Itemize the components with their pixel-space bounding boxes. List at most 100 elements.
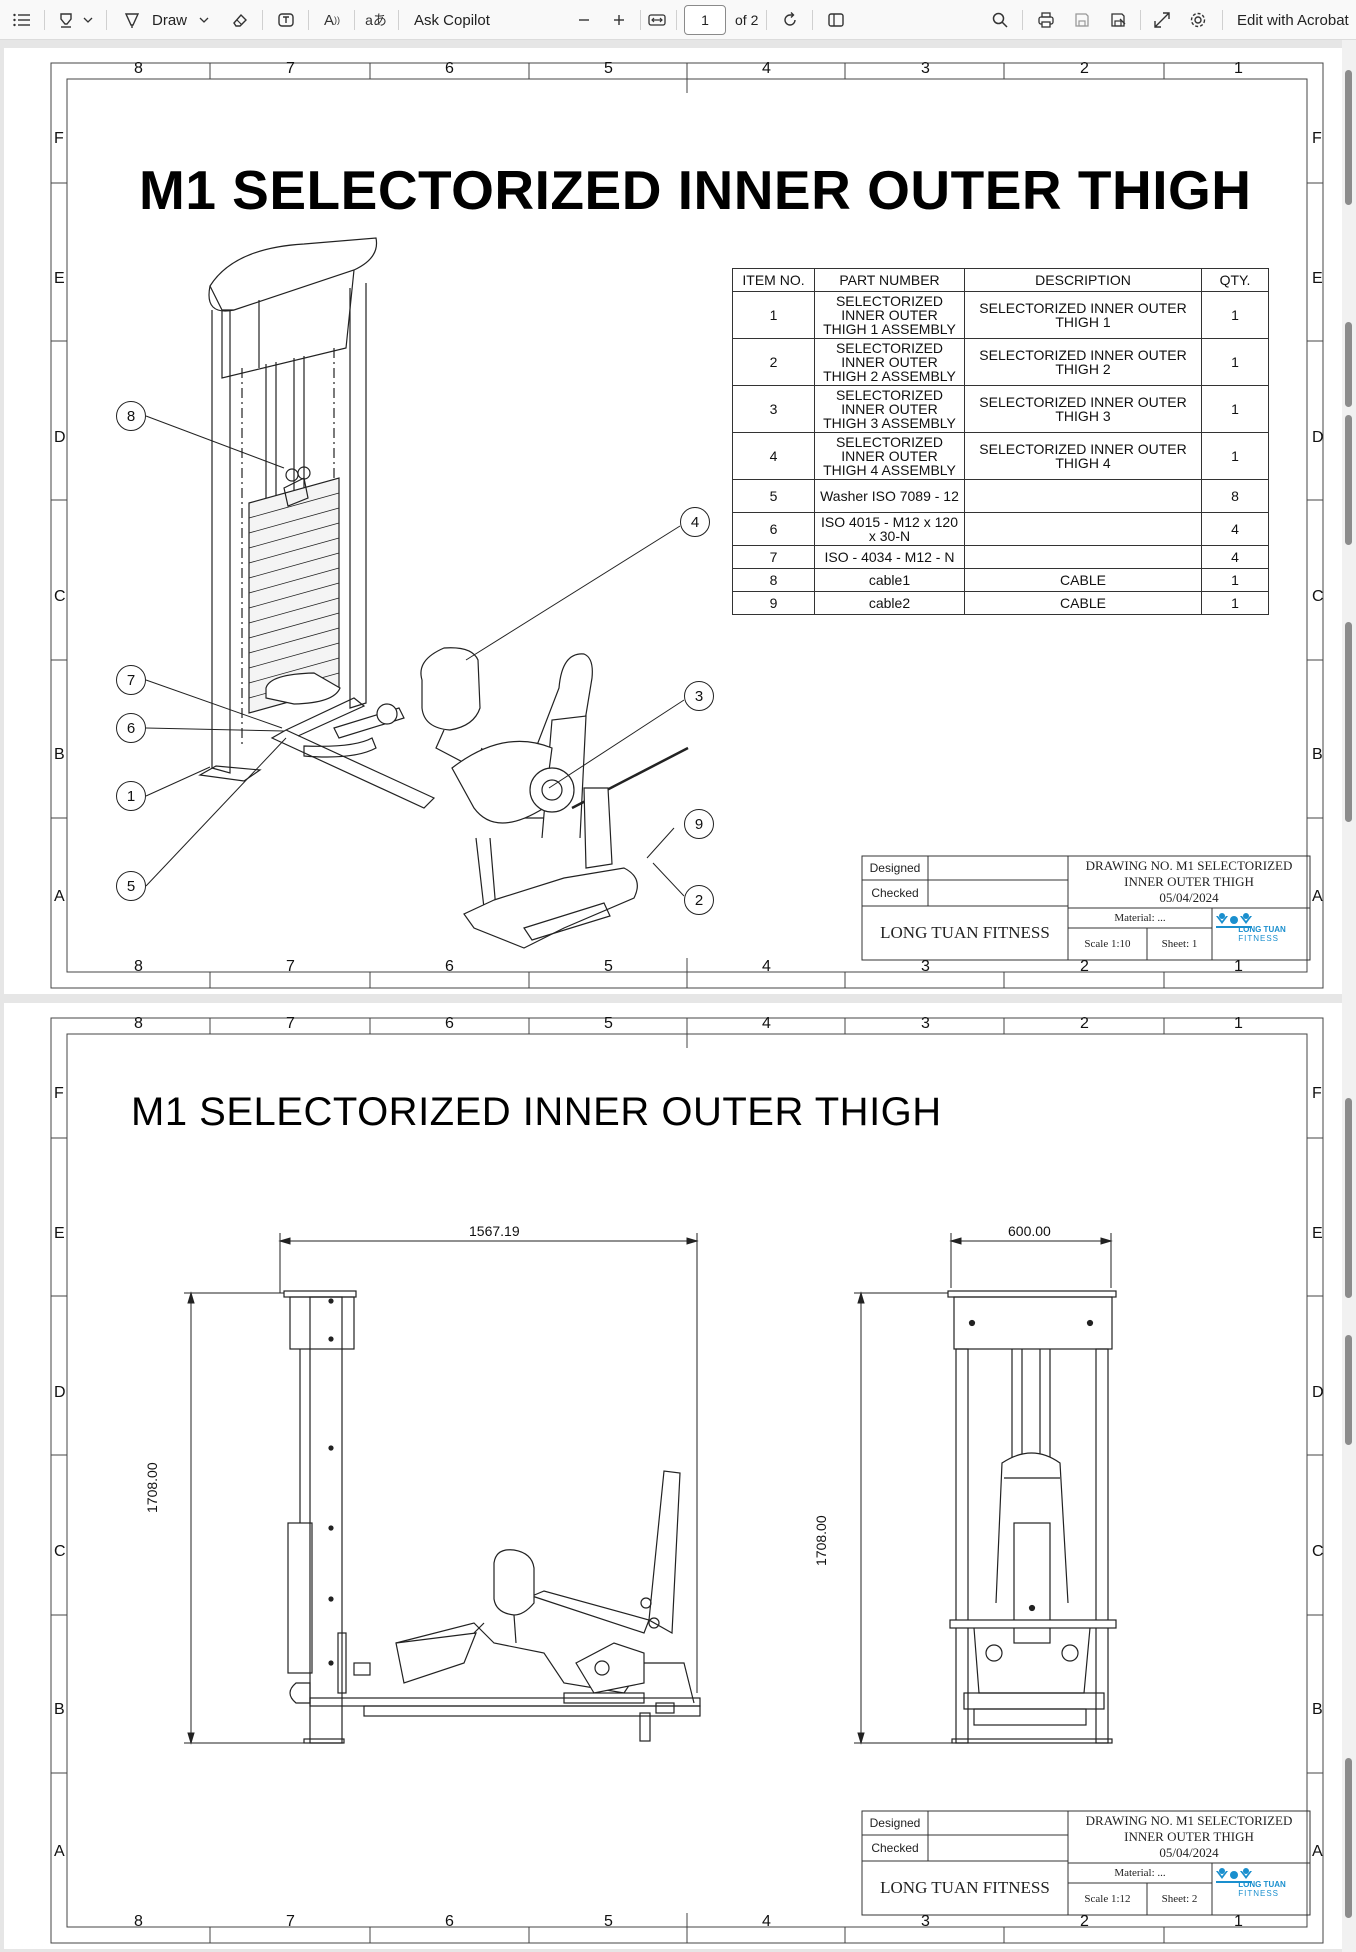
print-icon[interactable] — [1034, 8, 1058, 32]
table-cell: 5 — [732, 479, 815, 513]
chevron-down-icon[interactable] — [196, 8, 212, 32]
zone-column-label: 5 — [604, 1913, 613, 1930]
page-number-input[interactable]: 1 — [684, 5, 726, 35]
zoom-in-icon[interactable] — [607, 8, 631, 32]
table-row: 6 ISO 4015 - M12 x 120 x 30-N 4 — [732, 512, 1269, 546]
zone-row-label: B — [54, 746, 65, 763]
zone-column-label: 7 — [286, 958, 295, 975]
text-box-icon[interactable] — [274, 8, 298, 32]
table-cell: CABLE — [964, 568, 1202, 592]
contents-icon[interactable] — [10, 8, 34, 32]
eraser-icon[interactable] — [228, 8, 252, 32]
zone-row-label: A — [1312, 888, 1323, 905]
dimension-front-width: 600.00 — [1008, 1223, 1051, 1239]
zone-row-label: A — [54, 888, 65, 905]
zone-column-label: 7 — [286, 1913, 295, 1930]
table-cell: ISO - 4034 - M12 - N — [814, 545, 965, 569]
zone-row-label: F — [1312, 130, 1322, 147]
checked-label: Checked — [871, 886, 919, 900]
vertical-scrollbar[interactable] — [1342, 40, 1356, 1952]
zone-row-label: C — [54, 1543, 66, 1560]
save-icon[interactable] — [1070, 8, 1094, 32]
drawing-date: 05/04/2024 — [1159, 890, 1219, 905]
table-cell — [964, 479, 1202, 513]
table-cell: 1 — [1201, 568, 1269, 592]
table-cell: SELECTORIZED INNER OUTER THIGH 4 — [964, 432, 1202, 480]
fullscreen-icon[interactable] — [1150, 8, 1174, 32]
sheet-1-drawing — [50, 62, 1324, 989]
company-logo: LONG TUAN FITNESS — [1214, 1865, 1310, 1913]
edit-with-acrobat-button[interactable]: Edit with Acrobat — [1237, 11, 1349, 29]
zone-column-label: 2 — [1080, 1015, 1089, 1032]
pdf-toolbar: Draw A)) aあ Ask Copilot 1 of 2 — [0, 0, 1356, 40]
table-cell: 1 — [1201, 432, 1269, 480]
scrollbar-thumb[interactable] — [1345, 622, 1352, 822]
zone-column-label: 8 — [134, 1913, 143, 1930]
draw-button[interactable]: Draw — [152, 11, 188, 29]
rotate-icon[interactable] — [778, 8, 802, 32]
search-icon[interactable] — [988, 8, 1012, 32]
dimension-side-height: 1708.00 — [144, 1462, 160, 1513]
table-cell: 4 — [732, 432, 815, 480]
sheet-label: Sheet: 2 — [1161, 1893, 1198, 1905]
zone-row-label: D — [54, 429, 66, 446]
zone-row-label: C — [1312, 1543, 1324, 1560]
scrollbar-thumb[interactable] — [1345, 322, 1352, 407]
highlight-icon[interactable] — [54, 8, 78, 32]
zone-row-label: F — [54, 130, 64, 147]
zone-column-label: 8 — [134, 958, 143, 975]
settings-gear-icon[interactable] — [1186, 8, 1210, 32]
table-cell: SELECTORIZED INNER OUTER THIGH 2 — [964, 338, 1202, 386]
scrollbar-thumb[interactable] — [1345, 1335, 1352, 1445]
ask-copilot-button[interactable]: Ask Copilot — [414, 11, 490, 29]
table-cell: SELECTORIZED INNER OUTER THIGH 1 — [964, 291, 1202, 339]
zone-row-label: F — [54, 1085, 64, 1102]
scrollbar-thumb[interactable] — [1345, 1758, 1352, 1918]
table-cell — [964, 512, 1202, 546]
drawing-number: DRAWING NO. M1 SELECTORIZED INNER OUTER … — [1068, 856, 1310, 908]
zone-column-label: 7 — [286, 1015, 295, 1032]
translate-icon[interactable]: aあ — [365, 12, 387, 28]
table-cell: cable1 — [814, 568, 965, 592]
chevron-down-icon[interactable] — [80, 8, 96, 32]
drawing-number-line2: INNER OUTER THIGH — [1124, 874, 1254, 889]
checked-label: Checked — [871, 1841, 919, 1855]
material-label: Material: ... — [1114, 912, 1166, 924]
logo-text-bottom: FITNESS — [1238, 1889, 1279, 1898]
table-cell: 8 — [732, 568, 815, 592]
sheet-title: M1 SELECTORIZED INNER OUTER THIGH — [139, 159, 1252, 221]
zone-column-label: 1 — [1234, 60, 1243, 77]
material-label: Material: ... — [1114, 1867, 1166, 1879]
scrollbar-thumb[interactable] — [1345, 415, 1352, 545]
zone-column-label: 6 — [445, 1913, 454, 1930]
logo-mark-icon — [1216, 913, 1252, 928]
scrollbar-thumb[interactable] — [1345, 70, 1352, 205]
table-row: 8 cable1 CABLE 1 — [732, 568, 1269, 592]
sheet-label: Sheet: 1 — [1161, 938, 1198, 950]
scrollbar-thumb[interactable] — [1345, 1098, 1352, 1298]
zone-row-label: D — [1312, 429, 1324, 446]
save-as-icon[interactable] — [1106, 8, 1130, 32]
zone-column-label: 7 — [286, 60, 295, 77]
zone-column-label: 2 — [1080, 60, 1089, 77]
zone-row-label: D — [54, 1384, 66, 1401]
company-name: LONG TUAN FITNESS — [880, 923, 1050, 942]
item-balloon: 2 — [684, 885, 714, 915]
read-aloud-icon[interactable]: A)) — [323, 11, 340, 29]
zone-row-label: F — [1312, 1085, 1322, 1102]
table-cell: 8 — [1201, 479, 1269, 513]
draw-pen-icon[interactable] — [120, 8, 144, 32]
table-cell: 9 — [732, 591, 815, 615]
company-name: LONG TUAN FITNESS — [880, 1878, 1050, 1897]
table-cell: SELECTORIZED INNER OUTER THIGH 4 ASSEMBL… — [814, 432, 965, 480]
table-cell: 2 — [732, 338, 815, 386]
page-view-icon[interactable] — [824, 8, 848, 32]
zoom-out-icon[interactable] — [572, 8, 596, 32]
table-cell: Washer ISO 7089 - 12 — [814, 479, 965, 513]
zone-column-label: 2 — [1080, 1913, 1089, 1930]
drawing-date: 05/04/2024 — [1159, 1845, 1219, 1860]
fit-width-icon[interactable] — [645, 8, 669, 32]
column-header: ITEM NO. — [732, 268, 815, 292]
item-balloon: 9 — [684, 809, 714, 839]
drawing-number-line1: DRAWING NO. M1 SELECTORIZED — [1085, 1813, 1293, 1828]
